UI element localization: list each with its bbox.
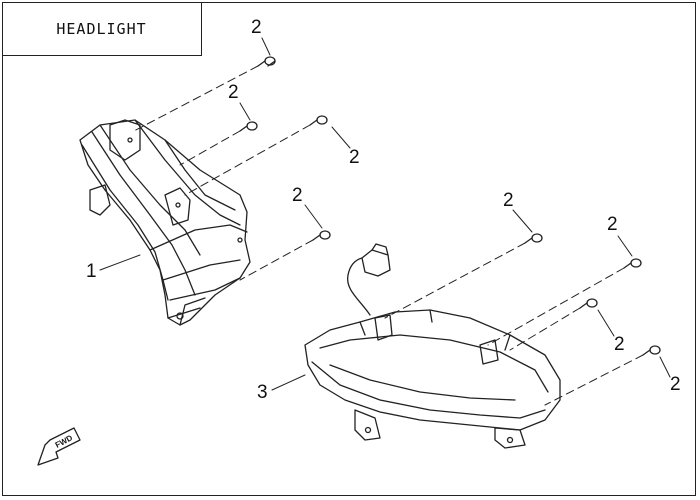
bolt — [257, 56, 276, 67]
callout-bolt: 2 — [503, 190, 514, 211]
bolt — [312, 230, 331, 241]
bolts — [239, 56, 661, 356]
callout-labels: 2 2 2 2 2 2 2 2 1 3 — [86, 17, 681, 403]
bolt — [579, 298, 598, 309]
diagram-frame — [2, 2, 696, 496]
callout-bolt: 2 — [349, 147, 360, 168]
right-headlight-assembly — [304, 243, 561, 449]
callout-bolt: 2 — [614, 334, 625, 355]
callout-bolt: 2 — [251, 17, 262, 38]
callout-part-1: 1 — [86, 261, 97, 282]
left-headlight-assembly — [79, 119, 251, 326]
callout-bolt: 2 — [292, 185, 303, 206]
bolt — [642, 345, 661, 356]
bolt — [239, 121, 258, 132]
bolt — [309, 115, 328, 126]
leader-lines — [99, 37, 671, 391]
callout-part-3: 3 — [257, 382, 268, 403]
bolt — [524, 233, 543, 244]
callout-bolt: 2 — [228, 82, 239, 103]
diagram-title: HEADLIGHT — [2, 2, 202, 56]
bolt — [623, 258, 642, 269]
forward-direction-arrow: FWD — [37, 427, 81, 466]
installation-lines — [131, 65, 644, 406]
callout-bolt: 2 — [670, 374, 681, 395]
callout-bolt: 2 — [607, 214, 618, 235]
